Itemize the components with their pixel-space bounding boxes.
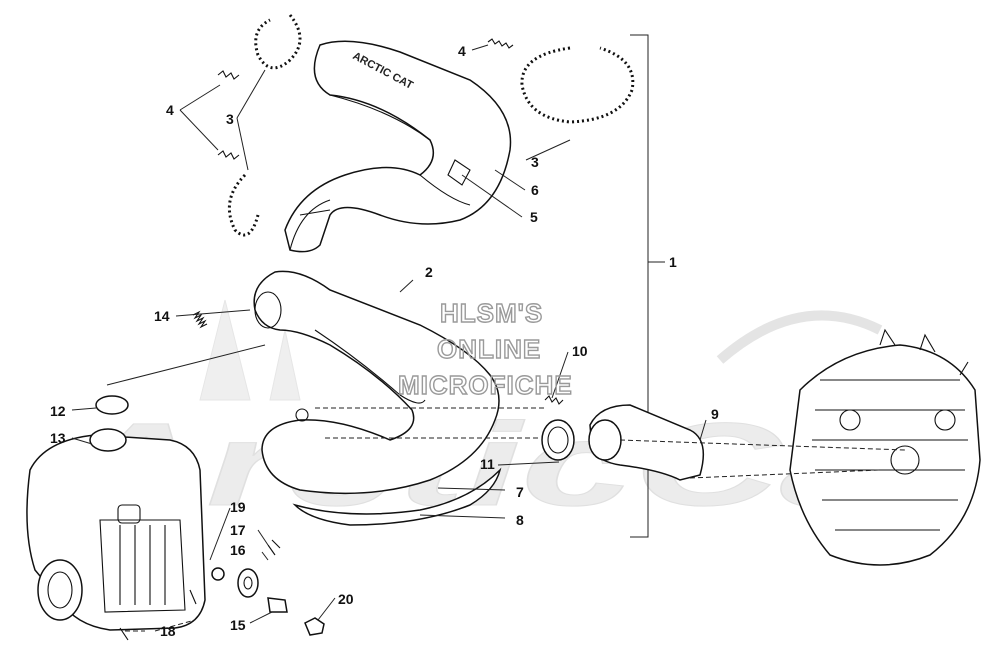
brand-watermark-castle xyxy=(199,299,301,401)
heat-shield-cover: ARCTIC CAT xyxy=(284,40,512,253)
callout-10: 10 xyxy=(572,343,588,359)
hlsm-watermark: HLSM'S ONLINE MICROFICHE xyxy=(397,297,573,400)
springs xyxy=(217,38,514,160)
watermark-line-2: ONLINE xyxy=(437,334,541,364)
callout-15: 15 xyxy=(230,617,246,633)
clamp-chains xyxy=(227,14,635,237)
watermark-line-1: HLSM'S xyxy=(440,298,543,328)
callout-8: 8 xyxy=(516,512,524,528)
callouts: 1 2 3 3 4 4 5 6 7 8 9 10 11 12 13 14 15 … xyxy=(50,43,719,639)
callout-13: 13 xyxy=(50,430,66,446)
callout-3a: 3 xyxy=(226,111,234,127)
callout-3b: 3 xyxy=(531,154,539,170)
engine-block xyxy=(789,328,981,566)
callout-11: 11 xyxy=(480,456,495,472)
callout-5: 5 xyxy=(530,209,538,225)
callout-1: 1 xyxy=(669,254,677,270)
callout-4b: 4 xyxy=(458,43,466,59)
hardware xyxy=(192,310,325,636)
assembly-bracket xyxy=(630,34,665,538)
callout-20: 20 xyxy=(338,591,354,607)
callout-17: 17 xyxy=(230,522,246,538)
callout-19: 19 xyxy=(230,499,246,515)
callout-18: 18 xyxy=(160,623,176,639)
callout-7: 7 xyxy=(516,484,524,500)
callout-6: 6 xyxy=(531,182,539,198)
callout-16: 16 xyxy=(230,542,246,558)
watermark-line-3: MICROFICHE xyxy=(398,370,573,400)
brand-watermark-swoosh xyxy=(716,310,883,364)
callout-14: 14 xyxy=(154,308,170,324)
leader-lines xyxy=(71,44,906,632)
callout-2: 2 xyxy=(425,264,433,280)
callout-4a: 4 xyxy=(166,102,174,118)
callout-12: 12 xyxy=(50,403,66,419)
manifold xyxy=(541,395,705,481)
callout-9: 9 xyxy=(711,406,719,422)
muffler xyxy=(26,395,206,641)
